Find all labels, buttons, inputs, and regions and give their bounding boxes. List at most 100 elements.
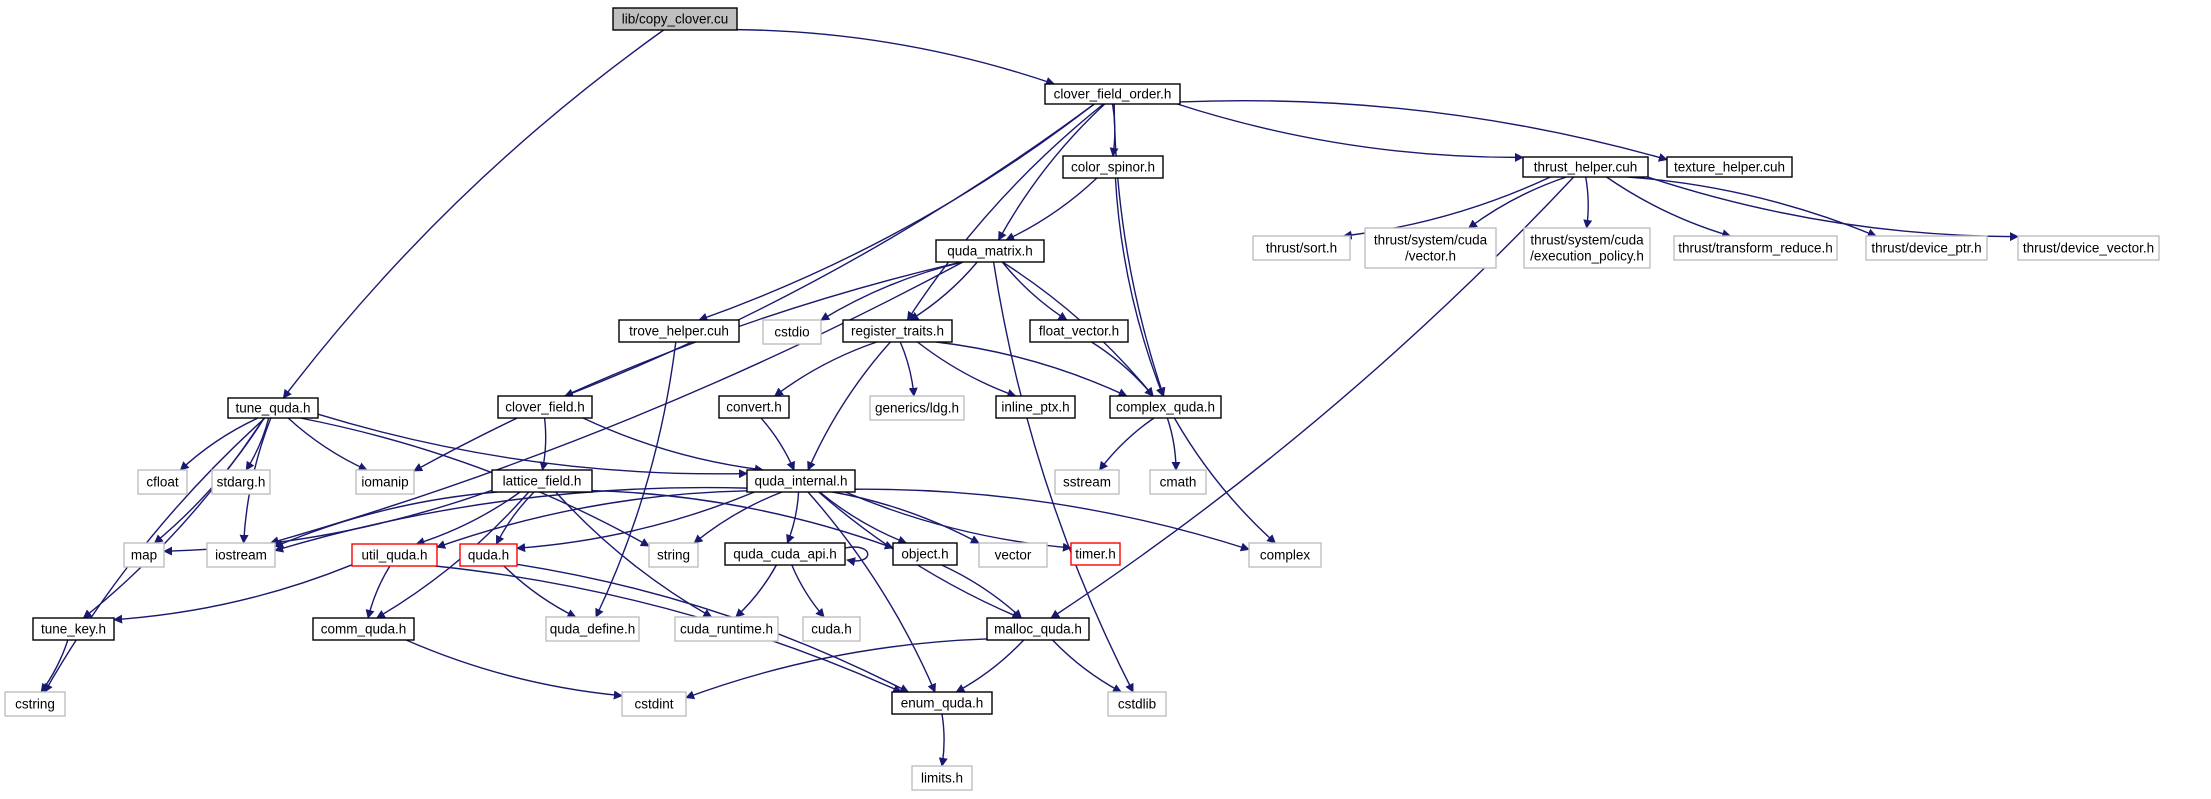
node-label: quda.h: [468, 548, 509, 563]
node-label: lib/copy_clover.cu: [622, 12, 729, 27]
node-float-vector[interactable]: float_vector.h: [1029, 319, 1129, 343]
node-complex-quda[interactable]: complex_quda.h: [1109, 395, 1222, 419]
node-box: [497, 395, 593, 419]
node-trove-helper[interactable]: trove_helper.cuh: [618, 319, 740, 343]
node-cuda[interactable]: cuda.h: [802, 616, 861, 642]
node-timer[interactable]: timer.h: [1070, 542, 1121, 566]
node-box: [621, 691, 687, 717]
edge-clover_field_order-to-thrust_helper: [1177, 103, 1524, 162]
edge-lattice_field-to-quda: [495, 491, 535, 545]
edge-quda_internal-to-vector: [832, 491, 980, 544]
node-enum-quda[interactable]: enum_quda.h: [891, 691, 993, 715]
node-box: [842, 319, 953, 343]
node-color-spinor[interactable]: color_spinor.h: [1062, 155, 1164, 179]
edge-clover_field_order-to-texture_helper: [1179, 99, 1668, 162]
node-thrust-tr[interactable]: thrust/transform_reduce.h: [1673, 235, 1838, 261]
node-label: vector: [995, 548, 1032, 563]
node-iostream[interactable]: iostream: [206, 542, 276, 568]
edge-complex_quda-to-sstream: [1099, 417, 1155, 471]
node-label: malloc_quda.h: [994, 622, 1082, 637]
node-box: [206, 542, 276, 568]
node-quda[interactable]: quda.h: [459, 543, 518, 567]
node-thrust-dptr[interactable]: thrust/device_ptr.h: [1865, 235, 1988, 261]
edge-quda_matrix-to-cstdio: [820, 261, 964, 321]
node-label: thrust/device_ptr.h: [1871, 241, 1981, 256]
node-cstring[interactable]: cstring: [4, 691, 66, 717]
edge-tune_quda-to-string: [300, 417, 650, 547]
edge-quda_matrix-to-cstdlib: [992, 261, 1134, 693]
node-label: map: [131, 548, 157, 563]
node-quda-matrix[interactable]: quda_matrix.h: [935, 239, 1045, 263]
node-util-quda[interactable]: util_quda.h: [351, 543, 438, 567]
node-cmath[interactable]: cmath: [1149, 469, 1207, 495]
node-tune-key[interactable]: tune_key.h: [32, 617, 115, 641]
node-box: [32, 617, 115, 641]
node-object[interactable]: object.h: [892, 542, 958, 566]
node-label: cuda.h: [811, 622, 852, 637]
node-box: [491, 469, 593, 493]
edge-thrust_helper-to-thrust_vector: [1468, 176, 1567, 229]
node-box: [351, 543, 438, 567]
edge-quda_internal-to-quda_cuda_api: [786, 491, 800, 544]
node-stdarg[interactable]: stdarg.h: [211, 469, 271, 495]
edge-clover_field_order-to-complex_quda: [1113, 103, 1166, 397]
node-map[interactable]: map: [123, 542, 165, 568]
node-box: [802, 616, 861, 642]
node-label: thrust/device_vector.h: [2023, 241, 2154, 256]
node-label: util_quda.h: [361, 548, 427, 563]
node-thrust-sort[interactable]: thrust/sort.h: [1252, 235, 1351, 261]
edge-quda_cuda_api-to-quda_cuda_api: [844, 546, 869, 567]
node-label: tune_key.h: [41, 622, 106, 637]
edge-convert-to-quda_internal: [760, 417, 795, 471]
node-label: trove_helper.cuh: [629, 324, 729, 339]
node-clover-field-order[interactable]: clover_field_order.h: [1044, 83, 1181, 105]
edge-clover_field_order-to-register_traits: [906, 103, 1104, 321]
node-label: comm_quda.h: [321, 622, 407, 637]
node-box: [312, 617, 415, 641]
edge-quda-to-quda_define: [503, 565, 577, 618]
node-box: [211, 469, 271, 495]
node-box: [1522, 156, 1649, 178]
node-iomanip[interactable]: iomanip: [355, 469, 415, 495]
edge-tune_quda-to-stdarg: [245, 417, 270, 471]
node-lattice-field[interactable]: lattice_field.h: [491, 469, 593, 493]
node-malloc-quda[interactable]: malloc_quda.h: [986, 617, 1090, 641]
edge-quda_internal-to-enum_quda: [807, 491, 936, 693]
node-label: texture_helper.cuh: [1674, 160, 1785, 175]
node-inline-ptx[interactable]: inline_ptx.h: [995, 395, 1076, 419]
node-vector[interactable]: vector: [978, 542, 1048, 568]
edge-register_traits-to-convert: [774, 341, 877, 397]
edge-quda_matrix-to-float_vector: [1001, 261, 1068, 321]
node-thrust-helper[interactable]: thrust_helper.cuh: [1522, 156, 1649, 178]
node-quda-define[interactable]: quda_define.h: [545, 616, 640, 642]
node-thrust-dvec[interactable]: thrust/device_vector.h: [2017, 235, 2160, 261]
node-texture-helper[interactable]: texture_helper.cuh: [1666, 156, 1793, 178]
node-clover-field[interactable]: clover_field.h: [497, 395, 593, 419]
node-cstdint[interactable]: cstdint: [621, 691, 687, 717]
node-tune-quda[interactable]: tune_quda.h: [227, 397, 319, 419]
node-box: [1149, 469, 1207, 495]
node-register-traits[interactable]: register_traits.h: [842, 319, 953, 343]
node-quda-internal[interactable]: quda_internal.h: [746, 469, 856, 493]
node-cstdlib[interactable]: cstdlib: [1107, 691, 1167, 717]
edge-tune_quda-to-quda_internal: [317, 413, 748, 479]
node-label: cuda_runtime.h: [680, 622, 773, 637]
node-cstdio[interactable]: cstdio: [762, 319, 822, 345]
nodes-layer: lib/copy_clover.cu clover_field_order.htu…: [4, 7, 2160, 791]
node-thrust-vector[interactable]: thrust/system/cuda/vector.h: [1364, 227, 1497, 269]
node-label: complex_quda.h: [1116, 400, 1215, 415]
node-cfloat[interactable]: cfloat: [137, 469, 188, 495]
node-copy-clover[interactable]: lib/copy_clover.cu: [612, 7, 738, 31]
node-thrust-exec[interactable]: thrust/system/cuda/execution_policy.h: [1523, 227, 1651, 269]
node-generics-ldg[interactable]: generics/ldg.h: [869, 395, 965, 421]
node-convert[interactable]: convert.h: [718, 395, 790, 419]
node-sstream[interactable]: sstream: [1054, 469, 1120, 495]
node-comm-quda[interactable]: comm_quda.h: [312, 617, 415, 641]
node-label: cstring: [15, 697, 55, 712]
node-limits[interactable]: limits.h: [911, 765, 973, 791]
node-quda-cuda-api[interactable]: quda_cuda_api.h: [724, 542, 846, 566]
edge-lattice_field-to-map: [163, 489, 493, 556]
node-cuda-runtime[interactable]: cuda_runtime.h: [674, 616, 779, 642]
node-complex[interactable]: complex: [1248, 542, 1322, 568]
node-string[interactable]: string: [648, 542, 699, 568]
